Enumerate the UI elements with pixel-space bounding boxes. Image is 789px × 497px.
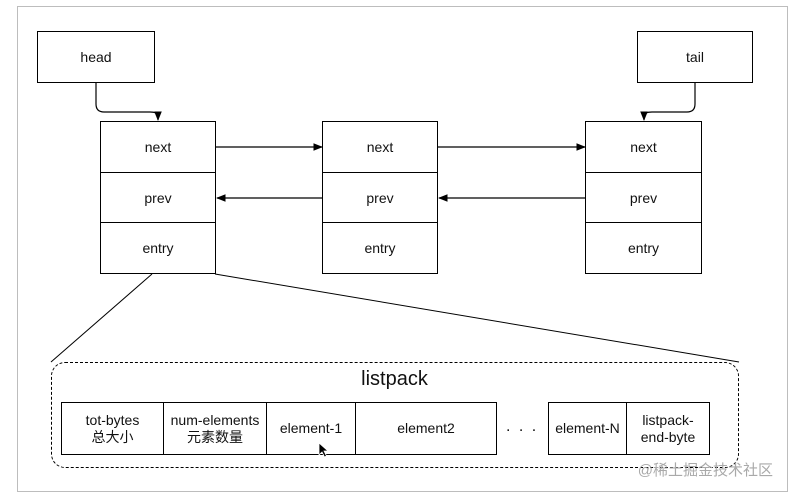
list-node-1: next prev entry bbox=[100, 121, 216, 274]
cell-label: element-N bbox=[555, 420, 620, 436]
cell-label: element-1 bbox=[279, 420, 343, 436]
list-node-3: next prev entry bbox=[585, 121, 702, 274]
cell-label: tot-bytes bbox=[85, 411, 140, 428]
node-2-entry: entry bbox=[323, 222, 437, 272]
cell-label: num-elements bbox=[170, 411, 260, 428]
node-1-next: next bbox=[144, 139, 172, 155]
listpack-cell-element2: element2 bbox=[355, 402, 497, 455]
tail-pointer-box: tail bbox=[637, 31, 753, 83]
cell-sublabel: end-byte bbox=[640, 428, 696, 445]
cell-label: element2 bbox=[397, 420, 455, 436]
zoom-line-right bbox=[214, 273, 740, 363]
tail-arrow bbox=[640, 83, 696, 121]
node-3-next: next bbox=[630, 139, 657, 155]
listpack-cell-element-1: element-1 bbox=[266, 402, 356, 455]
node-3-prev: prev bbox=[586, 172, 701, 222]
listpack-cell-tot-bytes: tot-bytes 总大小 bbox=[61, 402, 164, 455]
node-2-next: next bbox=[366, 139, 394, 155]
listpack-cell-num-elements: num-elements 元素数量 bbox=[163, 402, 267, 455]
node-1-prev: prev bbox=[101, 172, 215, 222]
tail-label: tail bbox=[686, 49, 704, 65]
mouse-cursor-icon bbox=[318, 442, 330, 458]
head-arrow bbox=[95, 83, 162, 121]
listpack-ellipsis: . . . bbox=[506, 418, 539, 435]
head-label: head bbox=[80, 49, 112, 65]
listpack-cell-element-n: element-N bbox=[548, 402, 627, 455]
cell-label: listpack- bbox=[642, 411, 694, 428]
head-pointer-box: head bbox=[37, 31, 155, 83]
listpack-cell-end-byte: listpack- end-byte bbox=[626, 402, 710, 455]
watermark-text: @稀土掘金技术社区 bbox=[637, 462, 773, 479]
node-1-entry: entry bbox=[101, 222, 215, 272]
node-3-entry: entry bbox=[586, 222, 701, 272]
listpack-container bbox=[51, 362, 739, 468]
cell-sublabel: 元素数量 bbox=[187, 428, 243, 445]
list-node-2: next prev entry bbox=[322, 121, 438, 274]
cell-sublabel: 总大小 bbox=[91, 428, 134, 445]
zoom-line-left bbox=[50, 273, 153, 363]
diagram-frame bbox=[17, 6, 788, 492]
listpack-title: listpack bbox=[361, 368, 428, 390]
node-2-prev: prev bbox=[323, 172, 437, 222]
